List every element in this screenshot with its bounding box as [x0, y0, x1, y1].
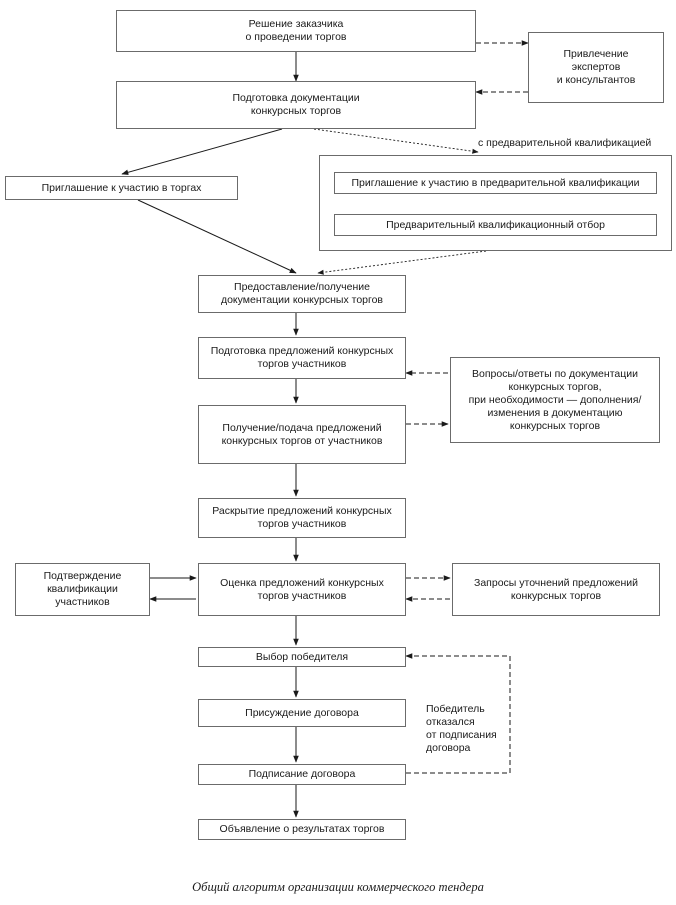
prequal-group: Приглашение к участию в предварительной …	[319, 155, 672, 251]
prep-docs-box: Подготовка документации конкурсных торго…	[116, 81, 476, 129]
prequal-selection-box: Предварительный квалификационный отбор	[334, 214, 657, 236]
provide-docs-box: Предоставление/получение документации ко…	[198, 275, 406, 313]
figure-caption: Общий алгоритм организации коммерческого…	[192, 880, 484, 894]
arrow-invite-to-provide	[137, 199, 297, 274]
signing-box: Подписание договора	[198, 764, 406, 785]
clarify-text: Запросы уточнений предложений конкурсных…	[474, 576, 638, 602]
decision-box: Решение заказчика о проведении торгов	[116, 10, 476, 52]
opening-text: Раскрытие предложений конкурсных торгов …	[212, 505, 392, 530]
invite-text: Приглашение к участию в торгах	[41, 181, 202, 194]
evaluation-box: Оценка предложений конкурсных торгов уча…	[198, 563, 406, 616]
invite-box: Приглашение к участию в торгах	[5, 176, 238, 200]
prequal-invite-box: Приглашение к участию в предварительной …	[334, 172, 657, 194]
clarify-box: Запросы уточнений предложений конкурсных…	[452, 563, 660, 616]
opening-box: Раскрытие предложений конкурсных торгов …	[198, 498, 406, 538]
refused-note: Победитель отказался от подписания догов…	[426, 703, 497, 754]
arrow-prep-to-invite	[121, 128, 283, 175]
prequal-selection-text: Предварительный квалификационный отбор	[386, 219, 605, 231]
confirm-qual-text: Подтверждение квалификации участников	[43, 570, 122, 608]
prequal-invite-text: Приглашение к участию в предварительной …	[351, 177, 640, 189]
award-box: Присуждение договора	[198, 699, 406, 727]
submit-text: Получение/подача предложений конкурсных …	[221, 421, 383, 447]
prep-docs-text: Подготовка документации конкурсных торго…	[232, 92, 360, 117]
confirm-qual-box: Подтверждение квалификации участников	[15, 563, 150, 616]
arrow-refusal-loop	[405, 653, 511, 774]
signing-text: Подписание договора	[248, 768, 356, 780]
evaluation-text: Оценка предложений конкурсных торгов уча…	[220, 576, 384, 602]
prep-proposals-box: Подготовка предложений конкурсных торгов…	[198, 337, 406, 379]
decision-text: Решение заказчика о проведении торгов	[245, 18, 347, 43]
announce-text: Объявление о результатах торгов	[219, 823, 385, 835]
prep-proposals-text: Подготовка предложений конкурсных торгов…	[210, 345, 394, 370]
winner-box: Выбор победителя	[198, 647, 406, 667]
prequal-group-label: с предварительной квалификацией	[478, 137, 652, 149]
announce-box: Объявление о результатах торгов	[198, 819, 406, 840]
winner-text: Выбор победителя	[255, 650, 349, 663]
questions-text: Вопросы/ответы по документации конкурсны…	[468, 367, 642, 432]
arrow-prep-to-prequal	[313, 128, 479, 154]
questions-box: Вопросы/ответы по документации конкурсны…	[450, 357, 660, 443]
provide-docs-text: Предоставление/получение документации ко…	[220, 281, 384, 306]
award-text: Присуждение договора	[245, 706, 359, 719]
experts-text: Привлечение экспертов и консультантов	[556, 48, 636, 86]
experts-box: Привлечение экспертов и консультантов	[528, 32, 664, 103]
arrow-prequal-to-provide	[317, 250, 487, 275]
submit-box: Получение/подача предложений конкурсных …	[198, 405, 406, 464]
